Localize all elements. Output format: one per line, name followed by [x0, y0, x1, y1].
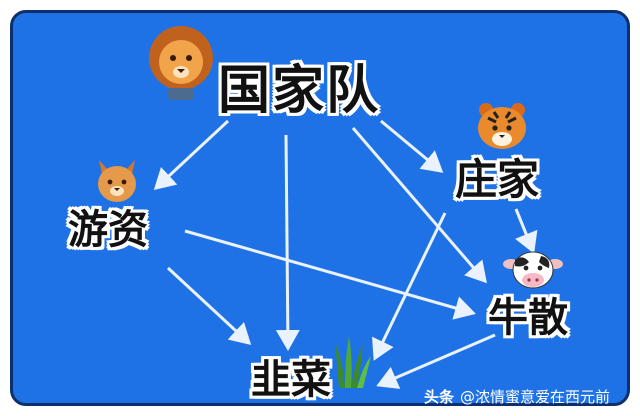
arrow-niusan-to-jiucai — [376, 333, 496, 389]
arrow-youzi-to-niusan — [184, 229, 476, 320]
grass-icon — [335, 336, 371, 388]
node-niusan: 牛散 — [488, 295, 568, 341]
arrow-guojiadui-to-youzi — [153, 119, 230, 191]
arrow-layer — [153, 119, 538, 389]
tiger-icon — [478, 103, 526, 149]
watermark-handle: @浓情蜜意爱在西元前 — [460, 387, 611, 406]
node-jiucai: 韭菜 — [251, 357, 331, 403]
node-guojiadui: 国家队 — [218, 61, 381, 121]
arrow-zhuangjia-to-niusan — [514, 208, 538, 254]
node-zhuangjia: 庄家 — [455, 155, 540, 204]
watermark-brand: 头条 — [424, 387, 455, 406]
cow-icon — [503, 251, 563, 289]
arrow-zhuangjia-to-jiucai — [372, 212, 447, 361]
watermark: 头条 @浓情蜜意爱在西元前 — [424, 381, 636, 411]
diagram-board — [10, 10, 630, 406]
arrow-guojiadui-to-jiucai — [275, 134, 300, 351]
cat-icon — [98, 160, 136, 202]
arrow-guojiadui-to-zhuangjia — [380, 119, 444, 173]
arrow-guojiadui-to-niusan — [351, 127, 487, 284]
lion-icon — [149, 26, 213, 100]
node-youzi: 游资 — [68, 207, 148, 253]
arrow-youzi-to-jiucai — [166, 266, 252, 346]
